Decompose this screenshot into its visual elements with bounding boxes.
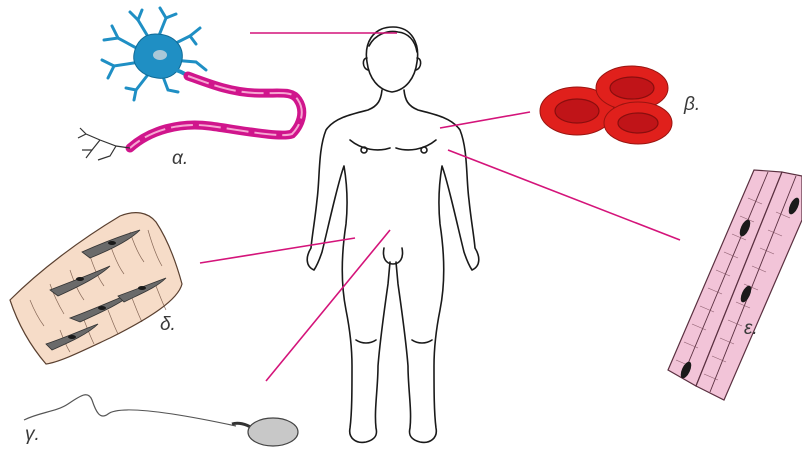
red-blood-cells-illustration: β. <box>540 66 700 144</box>
pointer-line-blood <box>440 112 530 128</box>
label-sperm-cell: γ. <box>25 424 40 445</box>
cardiac-muscle-illustration: ε. <box>668 170 802 400</box>
label-red-blood-cells: β. <box>683 94 700 115</box>
label-neuron: α. <box>172 148 188 169</box>
pointer-line-sperm <box>266 230 390 381</box>
neuron-illustration: α. <box>78 8 302 169</box>
label-cardiac-muscle: ε. <box>744 318 758 339</box>
sperm-cell-illustration: γ. <box>24 395 298 446</box>
smooth-muscle-illustration: δ. <box>10 213 182 364</box>
red-blood-cell <box>604 102 672 144</box>
label-smooth-muscle: δ. <box>160 314 176 335</box>
pointer-line-cardiac <box>448 150 680 240</box>
human-body-outline <box>307 27 479 442</box>
pointer-line-smooth <box>200 238 355 263</box>
